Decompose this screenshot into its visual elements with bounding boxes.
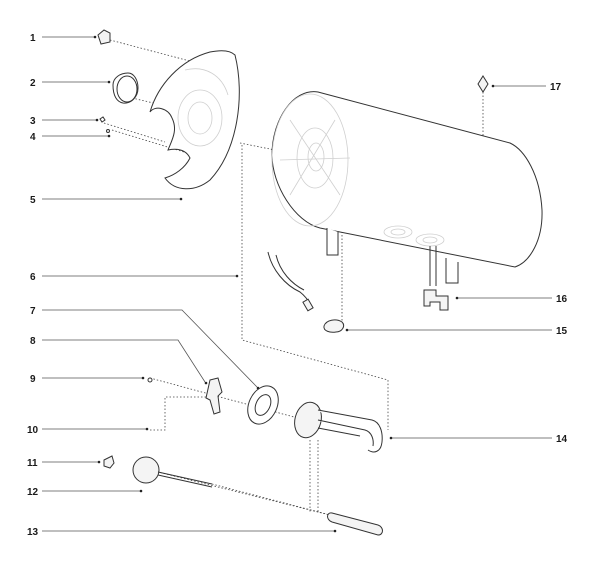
callout-6: 6 — [30, 272, 239, 283]
callout-label-5: 5 — [30, 195, 36, 206]
callout-label-16: 16 — [556, 294, 568, 305]
callout-label-9: 9 — [30, 374, 36, 385]
callout-label-1: 1 — [30, 33, 36, 44]
callout-17: 17 — [491, 82, 562, 93]
callout-10: 10 — [27, 425, 149, 436]
callout-14: 14 — [389, 434, 568, 445]
callout-13: 13 — [27, 527, 337, 538]
callout-label-3: 3 — [30, 116, 36, 127]
part-fitting — [323, 319, 345, 333]
part-tank — [271, 91, 543, 286]
part-anode-rod — [327, 512, 383, 536]
callout-label-14: 14 — [556, 434, 568, 445]
callout-5: 5 — [30, 195, 183, 206]
callout-7: 7 — [30, 306, 260, 390]
part-tap — [423, 289, 449, 311]
callout-label-13: 13 — [27, 527, 39, 538]
callout-label-6: 6 — [30, 272, 36, 283]
part-knob — [112, 72, 139, 104]
part-thermostat — [132, 456, 213, 488]
callout-label-7: 7 — [30, 306, 36, 317]
part-diamond — [477, 75, 489, 93]
part-small-cap — [97, 29, 111, 45]
part-wing-nut — [103, 455, 115, 469]
callout-3: 3 — [30, 116, 99, 127]
part-bracket — [205, 377, 223, 415]
callout-label-10: 10 — [27, 425, 39, 436]
callout-9: 9 — [30, 374, 145, 385]
callout-4: 4 — [30, 132, 111, 143]
part-screws — [99, 116, 110, 133]
callout-12: 12 — [27, 487, 143, 498]
part-screw-9 — [147, 377, 153, 383]
callout-15: 15 — [345, 326, 568, 337]
part-heating-element — [294, 401, 383, 453]
callout-label-17: 17 — [550, 82, 562, 93]
part-cover-shield — [149, 50, 240, 190]
part-gasket — [247, 385, 279, 425]
callout-label-2: 2 — [30, 78, 36, 89]
callout-label-4: 4 — [30, 132, 36, 143]
callout-label-15: 15 — [556, 326, 568, 337]
callout-11: 11 — [27, 458, 101, 469]
callout-16: 16 — [455, 294, 568, 305]
callout-label-12: 12 — [27, 487, 39, 498]
part-wire-harness — [267, 251, 314, 312]
callout-2: 2 — [30, 78, 111, 89]
callout-label-8: 8 — [30, 336, 36, 347]
callout-label-11: 11 — [27, 458, 38, 469]
callout-1: 1 — [30, 33, 97, 44]
callout-8: 8 — [30, 336, 208, 385]
